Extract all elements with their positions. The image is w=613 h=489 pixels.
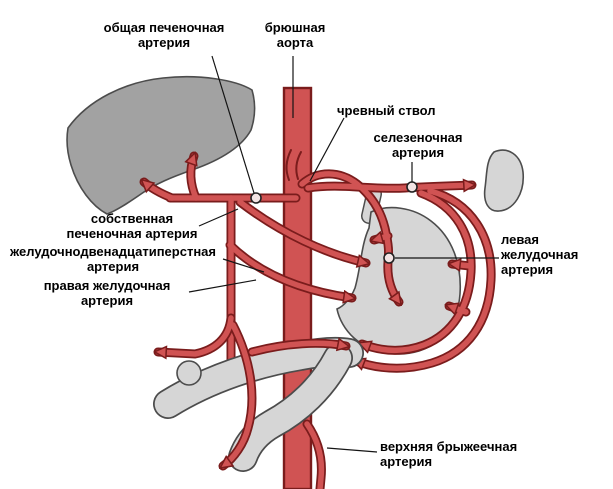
label-common-hepatic-artery: общая печеночная артерия (103, 20, 225, 50)
liver-shape (66, 75, 256, 215)
label-abdominal-aorta: брюшная аорта (264, 20, 326, 50)
duodenum-shape (228, 343, 353, 472)
label-gastroduodenal-artery: желудочнодвенадцатиперстная артерия (10, 244, 216, 274)
leader-right-gastric (188, 279, 257, 293)
label-right-gastric-artery: правая желудочная артерия (43, 278, 171, 308)
label-proper-hepatic-artery: собственная печеночная артерия (66, 211, 198, 241)
leader-common-hepatic (211, 55, 255, 194)
label-splenic-artery: селезеночная артерия (373, 130, 463, 160)
spleen-shape (483, 149, 524, 212)
leader-superior-mesenteric (326, 447, 378, 453)
marker-ring-common-hepatic (250, 192, 262, 204)
label-celiac-trunk: чревный ствол (337, 103, 436, 118)
celiac-trunk-origin (285, 149, 302, 181)
marker-ring-splenic (406, 181, 418, 193)
duodenal-bulb-shape (176, 360, 202, 386)
leader-celiac-trunk (309, 117, 345, 182)
leader-proper-hepatic (198, 208, 239, 227)
leader-gastroduodenal (222, 258, 265, 273)
label-superior-mesenteric-artery: верхняя брыжеечная артерия (380, 439, 518, 469)
marker-ring-left-gastric (383, 252, 395, 264)
label-left-gastric-artery: левая желудочная артерия (501, 232, 579, 277)
